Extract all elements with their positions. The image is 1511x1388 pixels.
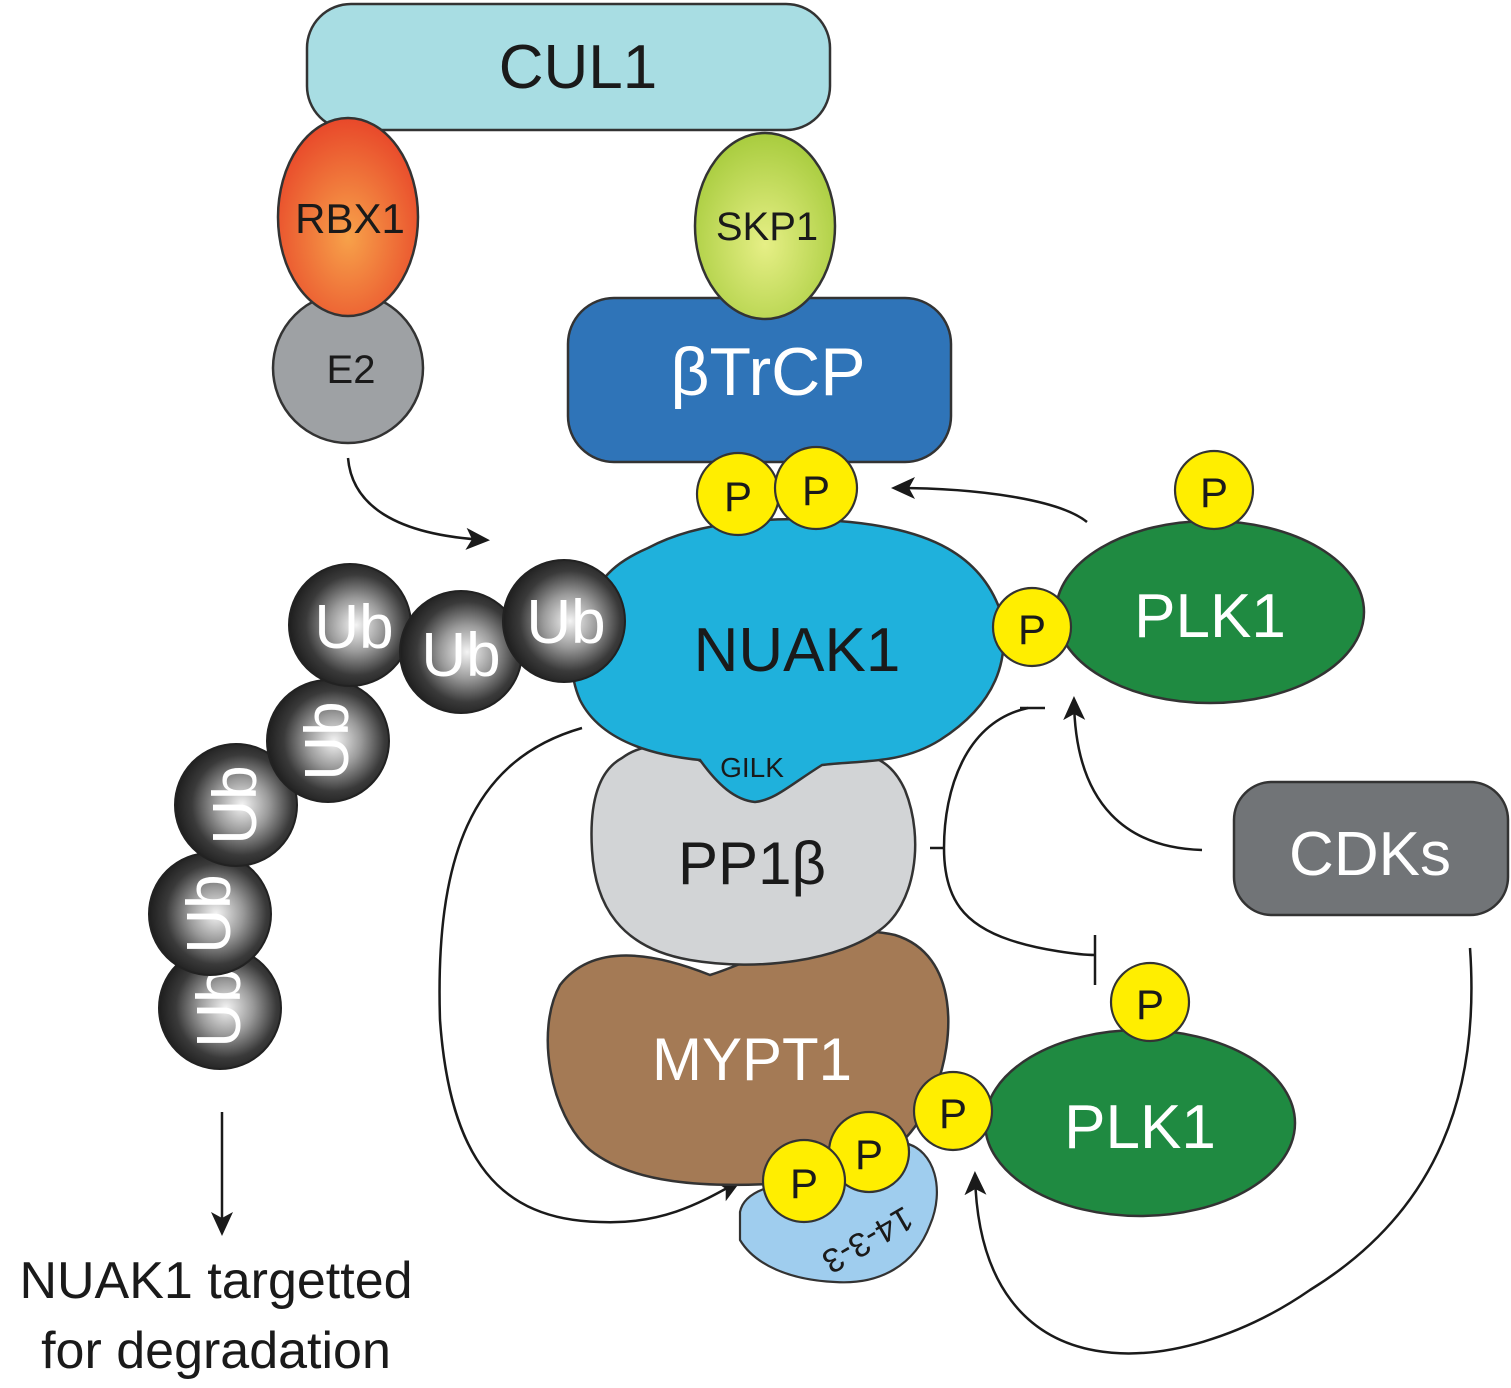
phospho-label: P [1136,981,1164,1028]
outcome-line-1: NUAK1 targetted [19,1252,412,1310]
ubiquitin-1: Ub [502,559,626,683]
ubiquitin-label: Ub [293,701,362,780]
nuak1-protein: NUAK1 GILK [570,517,1005,804]
degradation-outcome: NUAK1 targetted for degradation [19,1252,412,1380]
phospho-label: P [802,467,830,514]
phospho-plk1-top-activation: P [1173,449,1255,531]
skp1-protein: SKP1 [693,131,837,321]
phospho-label: P [724,473,752,520]
ubiquitin-label: Ub [314,593,393,662]
phospho-label: P [939,1090,967,1137]
pp1b-inhibits-nuak1-line [942,706,1029,849]
ubiquitin-7: Ub [158,946,282,1070]
ubiquitin-2: Ub [399,590,523,714]
mypt1-label: MYPT1 [652,1026,852,1093]
cul1-label: CUL1 [499,33,658,102]
ubiquitin-label: Ub [421,621,500,690]
ubiquitin-5: Ub [174,743,298,867]
phospho-plk1-bottom-activation: P [1109,961,1191,1043]
ubiquitin-label: Ub [175,874,244,953]
ubiquitin-label: Ub [185,968,254,1047]
plk1-top-protein: PLK1 [1054,519,1366,705]
pp1b-inhibits-plk1-line [930,846,1096,957]
outcome-line-2: for degradation [41,1322,391,1380]
e2-label: E2 [327,348,376,392]
phospho-plk1-top-binding: P [991,586,1073,668]
plk1-phosphorylation-arrow [891,477,1088,523]
gilk-label: GILK [720,752,784,783]
regulation-arrows [211,457,1473,1355]
cdks-to-plk1-arrow [1063,696,1203,852]
ubiquitin-4: Ub [266,679,390,803]
plk1-bottom-label: PLK1 [1064,1093,1216,1162]
phospho-mypt1-1433-site-1: P [827,1110,911,1194]
phospho-plk1-bottom-binding: P [912,1070,994,1152]
ubiquitination-arrow [346,457,490,550]
cdks-to-plk1-bottom-arrow [964,947,1473,1355]
phospho-label: P [1018,606,1046,653]
cul1-protein: CUL1 [305,2,832,132]
btrcp-protein: βTrCP [566,296,953,464]
cdks-label: CDKs [1289,820,1451,889]
phospho-label: P [1200,469,1228,516]
ubiquitin-label: Ub [526,588,605,657]
nuak1-label: NUAK1 [694,616,901,685]
pp1b-label: PP1β [678,830,826,897]
cdks-protein: CDKs [1232,780,1510,917]
nuak1-to-mypt1-arrow [438,726,742,1224]
btrcp-label: βTrCP [670,334,865,410]
plk1-bottom-protein: PLK1 [983,1028,1297,1218]
ubiquitin-label: Ub [201,765,270,844]
pp1b-protein: PP1β [590,745,917,966]
rbx1-protein: RBX1 [276,116,420,318]
plk1-top-label: PLK1 [1134,582,1286,651]
phospho-nuak1-degron-2: P [773,445,859,531]
polyubiquitin-chain: Ub Ub Ub Ub Ub Ub Ub [148,559,626,1070]
skp1-label: SKP1 [716,205,818,249]
ubiquitin-6: Ub [148,852,272,976]
phospho-label: P [790,1160,818,1207]
ubiquitin-3: Ub [288,563,412,687]
phospho-nuak1-degron-1: P [695,451,781,537]
phospho-mypt1-1433-site-2: P [761,1138,847,1224]
rbx1-label: RBX1 [295,195,405,242]
phospho-sites: P P P P P P P P [695,445,1255,1224]
phospho-label: P [855,1131,883,1178]
